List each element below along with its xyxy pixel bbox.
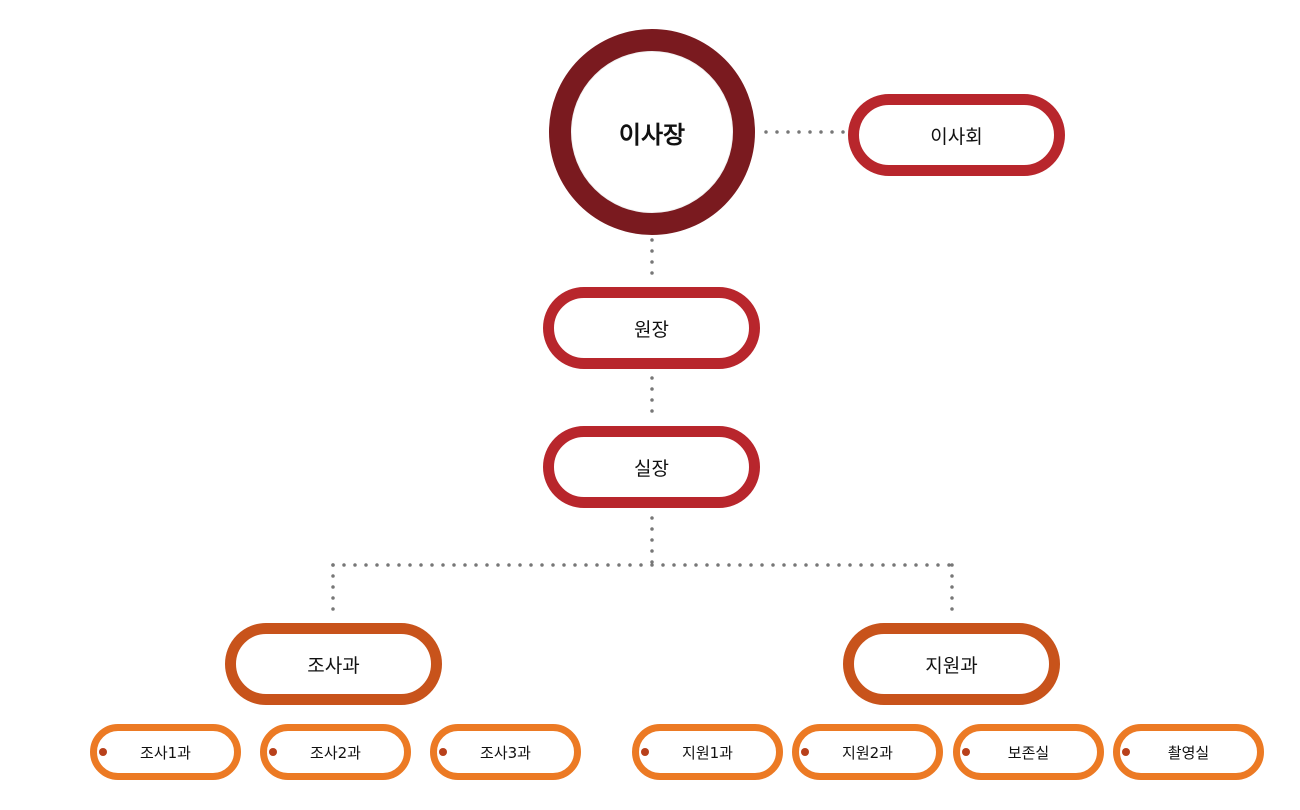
director-label: 원장 [634, 318, 669, 341]
research-2-node: 조사2과 [260, 724, 411, 780]
director-node: 원장 [543, 287, 760, 369]
bullet-dot [439, 748, 447, 756]
support-2-label: 지원2과 [842, 743, 893, 762]
filming-node: 촬영실 [1113, 724, 1264, 780]
preservation-node: 보존실 [953, 724, 1104, 780]
chairman-label: 이사장 [618, 120, 686, 149]
support-division-node: 지원과 [843, 623, 1060, 705]
bullet-dot [269, 748, 277, 756]
research-division-node: 조사과 [225, 623, 442, 705]
board-node: 이사회 [848, 94, 1065, 176]
research-1-node: 조사1과 [90, 724, 241, 780]
research-3-node: 조사3과 [430, 724, 581, 780]
research-3-label: 조사3과 [480, 743, 531, 762]
board-label: 이사회 [930, 125, 983, 148]
filming-label: 촬영실 [1167, 743, 1210, 762]
bullet-dot [1122, 748, 1130, 756]
chairman-node: 이사장 [549, 29, 755, 235]
research-2-label: 조사2과 [310, 743, 361, 762]
bullet-dot [641, 748, 649, 756]
bullet-dot [99, 748, 107, 756]
support-division-label: 지원과 [925, 654, 978, 677]
research-division-label: 조사과 [307, 654, 360, 677]
support-1-label: 지원1과 [682, 743, 733, 762]
support-1-node: 지원1과 [632, 724, 783, 780]
chief-node: 실장 [543, 426, 760, 508]
bullet-dot [801, 748, 809, 756]
chief-label: 실장 [634, 457, 669, 480]
research-1-label: 조사1과 [140, 743, 191, 762]
support-2-node: 지원2과 [792, 724, 943, 780]
preservation-label: 보존실 [1007, 743, 1050, 762]
bullet-dot [962, 748, 970, 756]
connector-lines [331, 130, 954, 617]
